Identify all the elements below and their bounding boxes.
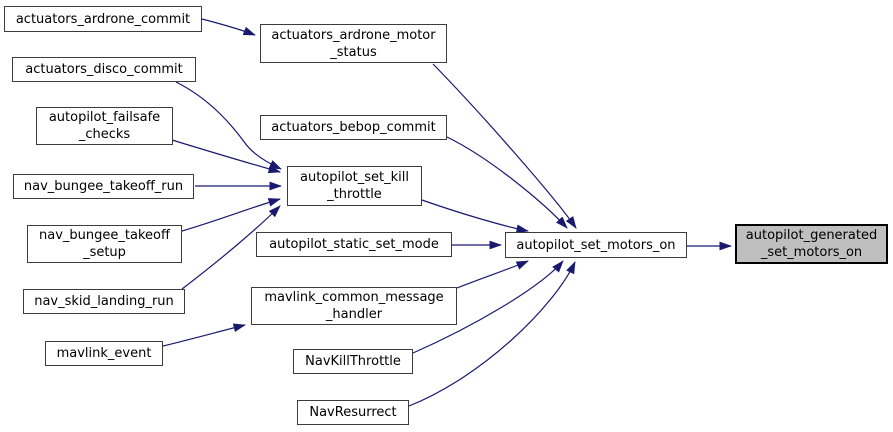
edge-motor-status-to-set-motors-on — [432, 63, 577, 229]
edge-ardrone-commit-to-motor-status — [201, 18, 256, 36]
node-autopilot-static-set-mode[interactable]: autopilot_static_set_mode — [256, 232, 452, 257]
node-autopilot-set-motors-on[interactable]: autopilot_set_motors_on — [505, 232, 687, 258]
node-actuators-ardrone-motor-status[interactable]: actuators_ardrone_motor _status — [260, 24, 447, 63]
edge-message-handler-to-set-motors-on — [456, 260, 529, 289]
edge-navresurrect-to-set-motors-on — [408, 261, 576, 407]
edge-mavlink-event-to-message-handler — [162, 323, 246, 347]
node-mavlink-common-message-handler[interactable]: mavlink_common_message _handler — [251, 287, 457, 325]
edge-bebop-commit-to-set-motors-on — [446, 136, 568, 229]
node-autopilot-set-kill-throttle[interactable]: autopilot_set_kill _throttle — [287, 166, 422, 206]
edge-skid-landing-run-to-set-kill-throttle — [181, 205, 281, 290]
node-nav-bungee-takeoff-run[interactable]: nav_bungee_takeoff_run — [13, 174, 194, 199]
edge-failsafe-checks-to-set-kill-throttle — [171, 139, 281, 174]
node-autopilot-generated-set-motors-on: autopilot_generated _set_motors_on — [735, 224, 888, 264]
node-actuators-ardrone-commit[interactable]: actuators_ardrone_commit — [4, 6, 202, 32]
edge-bungee-takeoff-setup-to-set-kill-throttle — [181, 198, 281, 232]
edge-disco-commit-to-set-kill-throttle — [175, 81, 282, 170]
node-mavlink-event[interactable]: mavlink_event — [45, 341, 163, 366]
node-nav-bungee-takeoff-setup[interactable]: nav_bungee_takeoff _setup — [27, 225, 182, 263]
node-navresurrect[interactable]: NavResurrect — [297, 400, 409, 425]
node-navkillthrottle[interactable]: NavKillThrottle — [293, 349, 413, 374]
edge-set-kill-throttle-to-set-motors-on — [421, 199, 529, 234]
node-actuators-disco-commit[interactable]: actuators_disco_commit — [12, 57, 196, 82]
node-autopilot-failsafe-checks[interactable]: autopilot_failsafe _checks — [36, 107, 173, 145]
node-nav-skid-landing-run[interactable]: nav_skid_landing_run — [23, 289, 185, 314]
edge-navkillthrottle-to-set-motors-on — [412, 260, 564, 354]
node-actuators-bebop-commit[interactable]: actuators_bebop_commit — [260, 115, 447, 140]
